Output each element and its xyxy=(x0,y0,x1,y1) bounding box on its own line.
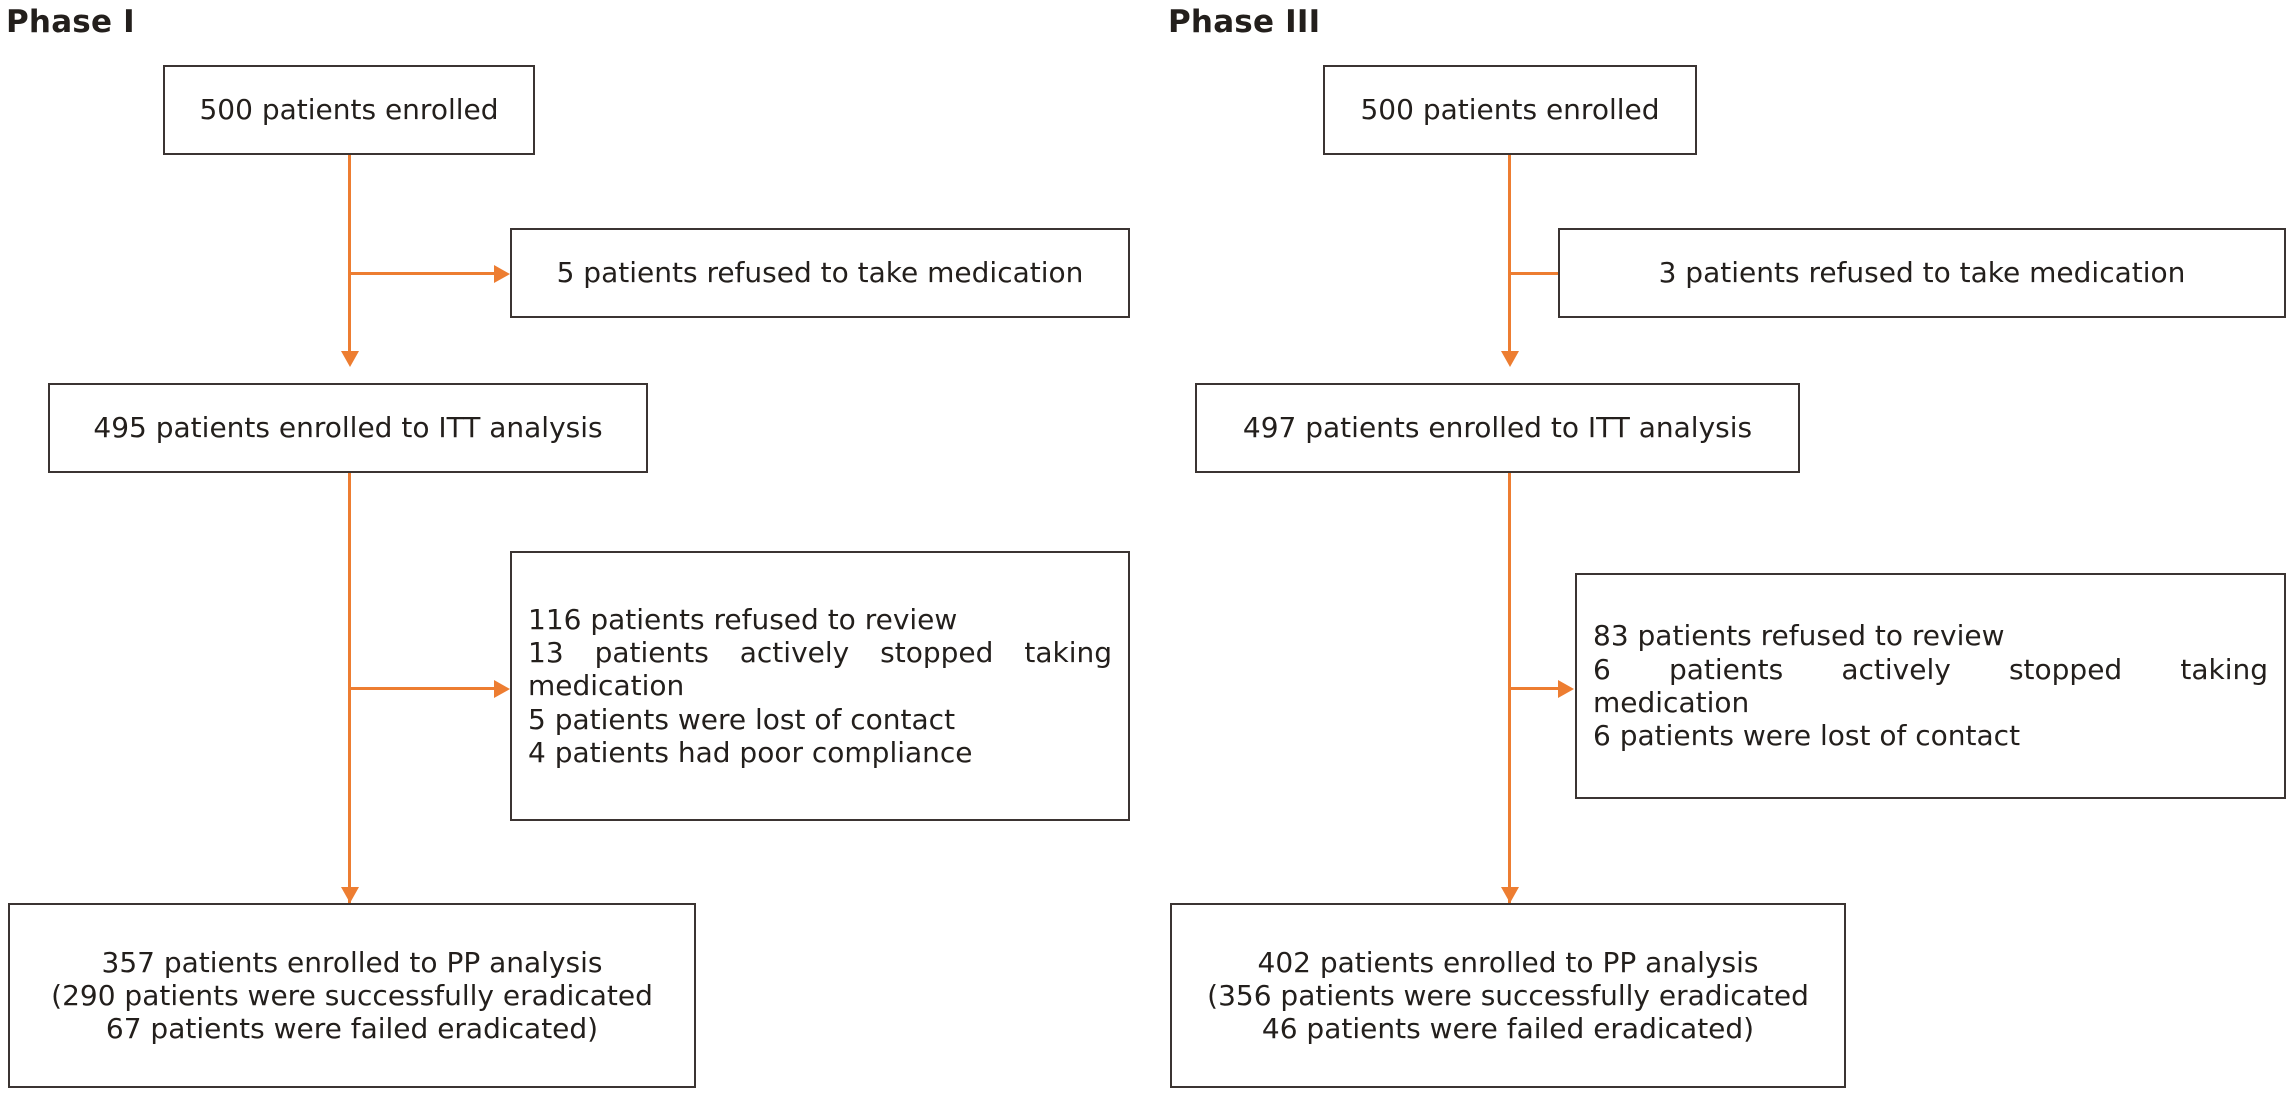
node-itt-right: 497 patients enrolled to ITT analysis xyxy=(1195,383,1800,473)
node-enrolled-left: 500 patients enrolled xyxy=(163,65,535,155)
arrowhead-left-exclusion-2 xyxy=(494,680,510,698)
node-pp-right: 402 patients enrolled to PP analysis (35… xyxy=(1170,903,1846,1088)
node-pp-left-line-1: (290 patients were successfully eradicat… xyxy=(51,978,653,1012)
phase-title-right: Phase III xyxy=(1168,4,1321,40)
node-exclusion-2-right-line-1-seg-0: 6 patients actively stopped taking xyxy=(1593,652,2268,686)
arrowhead-left-itt xyxy=(341,351,359,367)
node-enrolled-left-line-0: 500 patients enrolled xyxy=(199,93,499,127)
node-pp-left-line-0: 357 patients enrolled to PP analysis xyxy=(101,945,603,979)
node-pp-left-line-2: 67 patients were failed eradicated) xyxy=(105,1012,599,1046)
node-exclusion-2-left-line-1-seg-0: 13 patients actively stopped taking xyxy=(528,636,1112,670)
node-exclusion-2-left-line-3: 4 patients had poor compliance xyxy=(528,735,973,769)
connector-right-enrolled-to-itt xyxy=(1508,155,1511,351)
node-pp-right-line-0: 402 patients enrolled to PP analysis xyxy=(1257,945,1759,979)
node-itt-left: 495 patients enrolled to ITT analysis xyxy=(48,383,648,473)
node-exclusion-1-right: 3 patients refused to take medication xyxy=(1558,228,2286,318)
node-exclusion-1-left: 5 patients refused to take medication xyxy=(510,228,1130,318)
phase-title-left: Phase I xyxy=(6,4,135,40)
node-itt-left-line-0: 495 patients enrolled to ITT analysis xyxy=(93,411,603,445)
arrowhead-right-exclusion-2 xyxy=(1558,680,1574,698)
node-exclusion-2-right-line-2: 6 patients were lost of contact xyxy=(1593,719,2021,753)
node-exclusion-2-right-line-1-seg-1: medication xyxy=(1593,686,1750,719)
node-exclusion-1-right-line-0: 3 patients refused to take medication xyxy=(1658,256,2186,290)
connector-left-enrolled-to-itt xyxy=(348,155,351,351)
node-pp-right-line-1: (356 patients were successfully eradicat… xyxy=(1207,978,1809,1012)
node-enrolled-right-line-0: 500 patients enrolled xyxy=(1360,93,1660,127)
node-exclusion-2-left-line-2: 5 patients were lost of contact xyxy=(528,702,956,736)
arrowhead-left-pp xyxy=(341,887,359,903)
node-exclusion-2-right-line-0: 83 patients refused to review xyxy=(1593,619,2005,653)
node-exclusion-2-right-line-1: 6 patients actively stopped taking medic… xyxy=(1577,653,2284,720)
node-exclusion-2-left-line-1-seg-1: medication xyxy=(528,669,685,703)
arrowhead-right-pp xyxy=(1501,887,1519,903)
node-exclusion-2-left: 116 patients refused to review 13 patien… xyxy=(510,551,1130,821)
node-exclusion-2-right: 83 patients refused to review 6 patients… xyxy=(1575,573,2286,799)
node-itt-right-line-0: 497 patients enrolled to ITT analysis xyxy=(1242,411,1753,445)
connector-right-branch-2 xyxy=(1508,687,1565,690)
node-pp-right-line-2: 46 patients were failed eradicated) xyxy=(1261,1012,1755,1046)
connector-left-branch-2 xyxy=(348,687,506,690)
arrowhead-right-itt xyxy=(1501,351,1519,367)
connector-left-branch-1 xyxy=(348,272,506,275)
arrowhead-left-exclusion-1 xyxy=(494,265,510,283)
node-exclusion-2-left-line-1: 13 patients actively stopped taking medi… xyxy=(512,636,1128,703)
node-exclusion-2-left-line-0: 116 patients refused to review xyxy=(528,602,958,636)
node-enrolled-right: 500 patients enrolled xyxy=(1323,65,1697,155)
node-exclusion-1-left-line-0: 5 patients refused to take medication xyxy=(556,256,1084,290)
node-pp-left: 357 patients enrolled to PP analysis (29… xyxy=(8,903,696,1088)
